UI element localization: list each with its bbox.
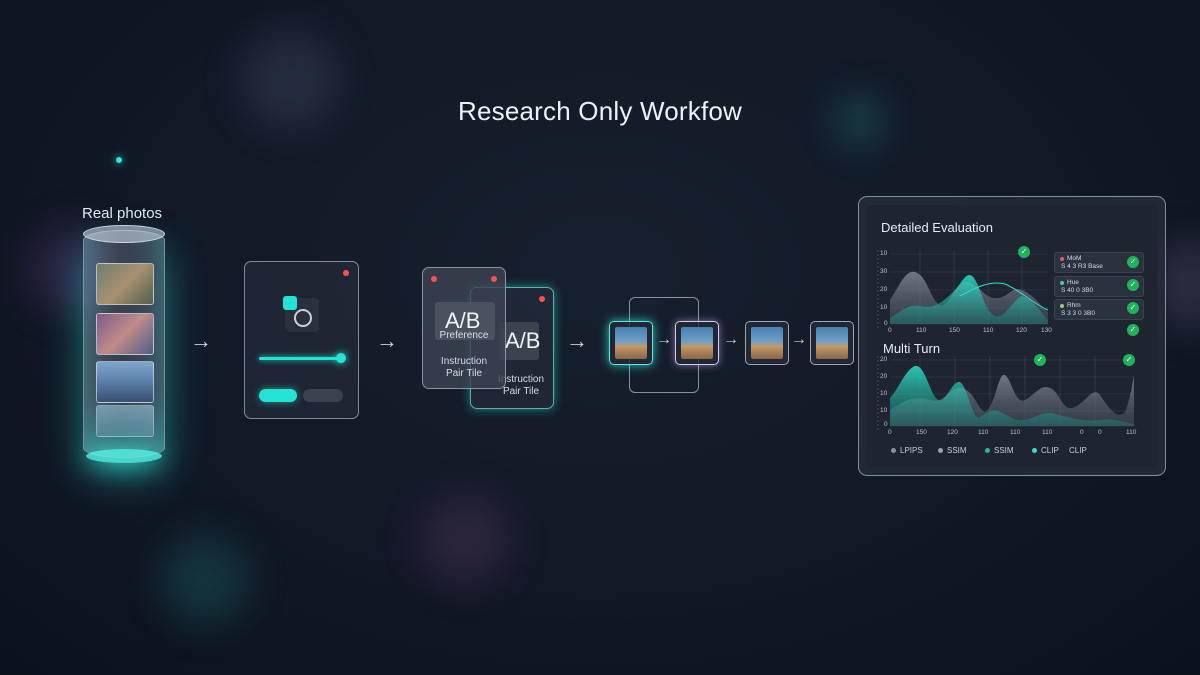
check-icon: ✓ bbox=[1127, 324, 1139, 336]
bokeh-light bbox=[420, 495, 510, 585]
check-icon: ✓ bbox=[1127, 279, 1139, 291]
chart2-xtick: 0 bbox=[888, 429, 892, 436]
bokeh-light bbox=[160, 535, 250, 625]
flow-arrow-small: → bbox=[656, 331, 672, 348]
flow-arrow: → bbox=[376, 328, 398, 353]
bokeh-light bbox=[835, 95, 885, 145]
chart1-xtick: 110 bbox=[916, 327, 927, 334]
check-icon: ✓ bbox=[1127, 256, 1139, 268]
check-icon: ✓ bbox=[1127, 302, 1139, 314]
photo-thumbnail bbox=[96, 361, 154, 403]
chart1-xtick: 110 bbox=[983, 327, 994, 334]
chart2-xtick: 120 bbox=[947, 429, 958, 436]
ab-subheading-front: Preference bbox=[439, 330, 489, 341]
metric-legend-dot bbox=[1032, 448, 1037, 453]
status-dot bbox=[491, 276, 497, 282]
ab-heading-front: A/B bbox=[445, 308, 481, 333]
chart1-ytick: 20 bbox=[880, 286, 888, 293]
chart1-xtick: 130 bbox=[1041, 327, 1052, 334]
metric-legend-label: SSIM bbox=[994, 446, 1014, 455]
photo-thumbnail bbox=[96, 313, 154, 355]
check-icon: ✓ bbox=[1123, 354, 1135, 366]
ab-caption-line2-front: Pair Tile bbox=[445, 368, 483, 379]
metric-legend-label: LPIPS bbox=[900, 446, 923, 455]
slider-track[interactable] bbox=[259, 357, 341, 360]
metric-legend-dot bbox=[891, 448, 896, 453]
chart2-xtick: 110 bbox=[1126, 429, 1137, 436]
turn-frame-4 bbox=[810, 321, 854, 365]
ab-caption-line1-back: Instruction bbox=[497, 374, 545, 385]
turn-frame-2 bbox=[675, 321, 719, 365]
chart2-ytick: 10 bbox=[880, 390, 888, 397]
chart2-ytick: 20 bbox=[880, 373, 888, 380]
flow-arrow: → bbox=[190, 328, 212, 353]
check-icon: ✓ bbox=[1034, 354, 1046, 366]
metric-legend-dot bbox=[985, 448, 990, 453]
primary-pill-button[interactable] bbox=[259, 389, 297, 402]
chart2-xtick: 0 bbox=[1080, 429, 1084, 436]
legend-color-dot bbox=[1060, 281, 1064, 285]
ab-heading-back: A/B bbox=[505, 328, 541, 353]
legend-line2: S 40 0 3B0 bbox=[1061, 287, 1094, 294]
capture-card bbox=[244, 261, 359, 419]
cylinder-glow-base bbox=[86, 449, 162, 463]
legend-line1: MoM bbox=[1067, 255, 1082, 262]
ab-tile-front bbox=[435, 302, 495, 340]
chart2-xtick: 150 bbox=[916, 429, 927, 436]
chart2-xtick: 110 bbox=[1042, 429, 1053, 436]
secondary-pill-button[interactable] bbox=[303, 389, 343, 402]
chart2-ytick: 0 bbox=[884, 421, 888, 428]
status-dot bbox=[431, 276, 437, 282]
metric-legend-label: SSIM bbox=[947, 446, 967, 455]
legend-color-dot bbox=[1060, 304, 1064, 308]
cylinder-top bbox=[83, 225, 165, 243]
chart1-ytick: 0 bbox=[884, 320, 888, 327]
multi-turn-title: Multi Turn bbox=[883, 341, 941, 356]
chart1-ytick: 10 bbox=[880, 250, 888, 257]
legend-line1: Hue bbox=[1067, 279, 1079, 286]
chart2-xtick: 110 bbox=[1010, 429, 1021, 436]
legend-line2: S 4 3 R3 Base bbox=[1061, 263, 1103, 270]
metric-legend-dot bbox=[938, 448, 943, 453]
chart2-ytick: 10 bbox=[880, 407, 888, 414]
model-legend-box: Rhm S 3 3 0 3B0 bbox=[1054, 299, 1144, 320]
source-label: Real photos bbox=[82, 205, 163, 222]
chart2-xtick: 0 bbox=[1098, 429, 1102, 436]
model-legend-box: Hue S 40 0 3B0 bbox=[1054, 276, 1144, 297]
bokeh-light bbox=[240, 30, 340, 130]
chart2-xtick: 110 bbox=[978, 429, 989, 436]
ab-caption-line1-front: Instruction bbox=[440, 356, 488, 367]
flow-arrow: → bbox=[566, 328, 588, 353]
chart1-ytick: 10 bbox=[880, 304, 888, 311]
chart1-xtick: 0 bbox=[888, 327, 892, 334]
model-legend-box: MoM S 4 3 R3 Base bbox=[1054, 252, 1144, 273]
ab-caption-line2-back: Pair Tile bbox=[502, 386, 540, 397]
sparkle-dot bbox=[116, 157, 122, 163]
ab-pair-card-front: A/B Preference Instruction Pair Tile bbox=[422, 267, 506, 389]
photo-thumbnail bbox=[96, 405, 154, 437]
legend-color-dot bbox=[1060, 257, 1064, 261]
photo-dataset-cylinder bbox=[83, 225, 165, 463]
flow-arrow-small: → bbox=[791, 331, 807, 348]
page-title: Research Only Workfow bbox=[457, 96, 743, 126]
chart1-xtick: 120 bbox=[1016, 327, 1027, 334]
flow-arrow-small: → bbox=[723, 331, 739, 348]
chart2-ytick: 20 bbox=[880, 356, 888, 363]
turn-frame-1 bbox=[609, 321, 653, 365]
evaluation-title: Detailed Evaluation bbox=[881, 220, 994, 235]
legend-line1: Rhm bbox=[1067, 302, 1081, 309]
camera-icon bbox=[283, 296, 319, 332]
chart1-xtick: 150 bbox=[949, 327, 960, 334]
status-dot bbox=[539, 296, 545, 302]
slider-handle[interactable] bbox=[336, 353, 346, 363]
metric-legend-label: CLIP bbox=[1069, 446, 1087, 455]
chart1-ytick: 30 bbox=[880, 268, 888, 275]
legend-line2: S 3 3 0 3B0 bbox=[1061, 310, 1095, 317]
metric-legend-label: CLIP bbox=[1041, 446, 1059, 455]
turn-frame-3 bbox=[745, 321, 789, 365]
check-icon: ✓ bbox=[1018, 246, 1030, 258]
status-dot bbox=[343, 270, 349, 276]
photo-thumbnail bbox=[96, 263, 154, 305]
